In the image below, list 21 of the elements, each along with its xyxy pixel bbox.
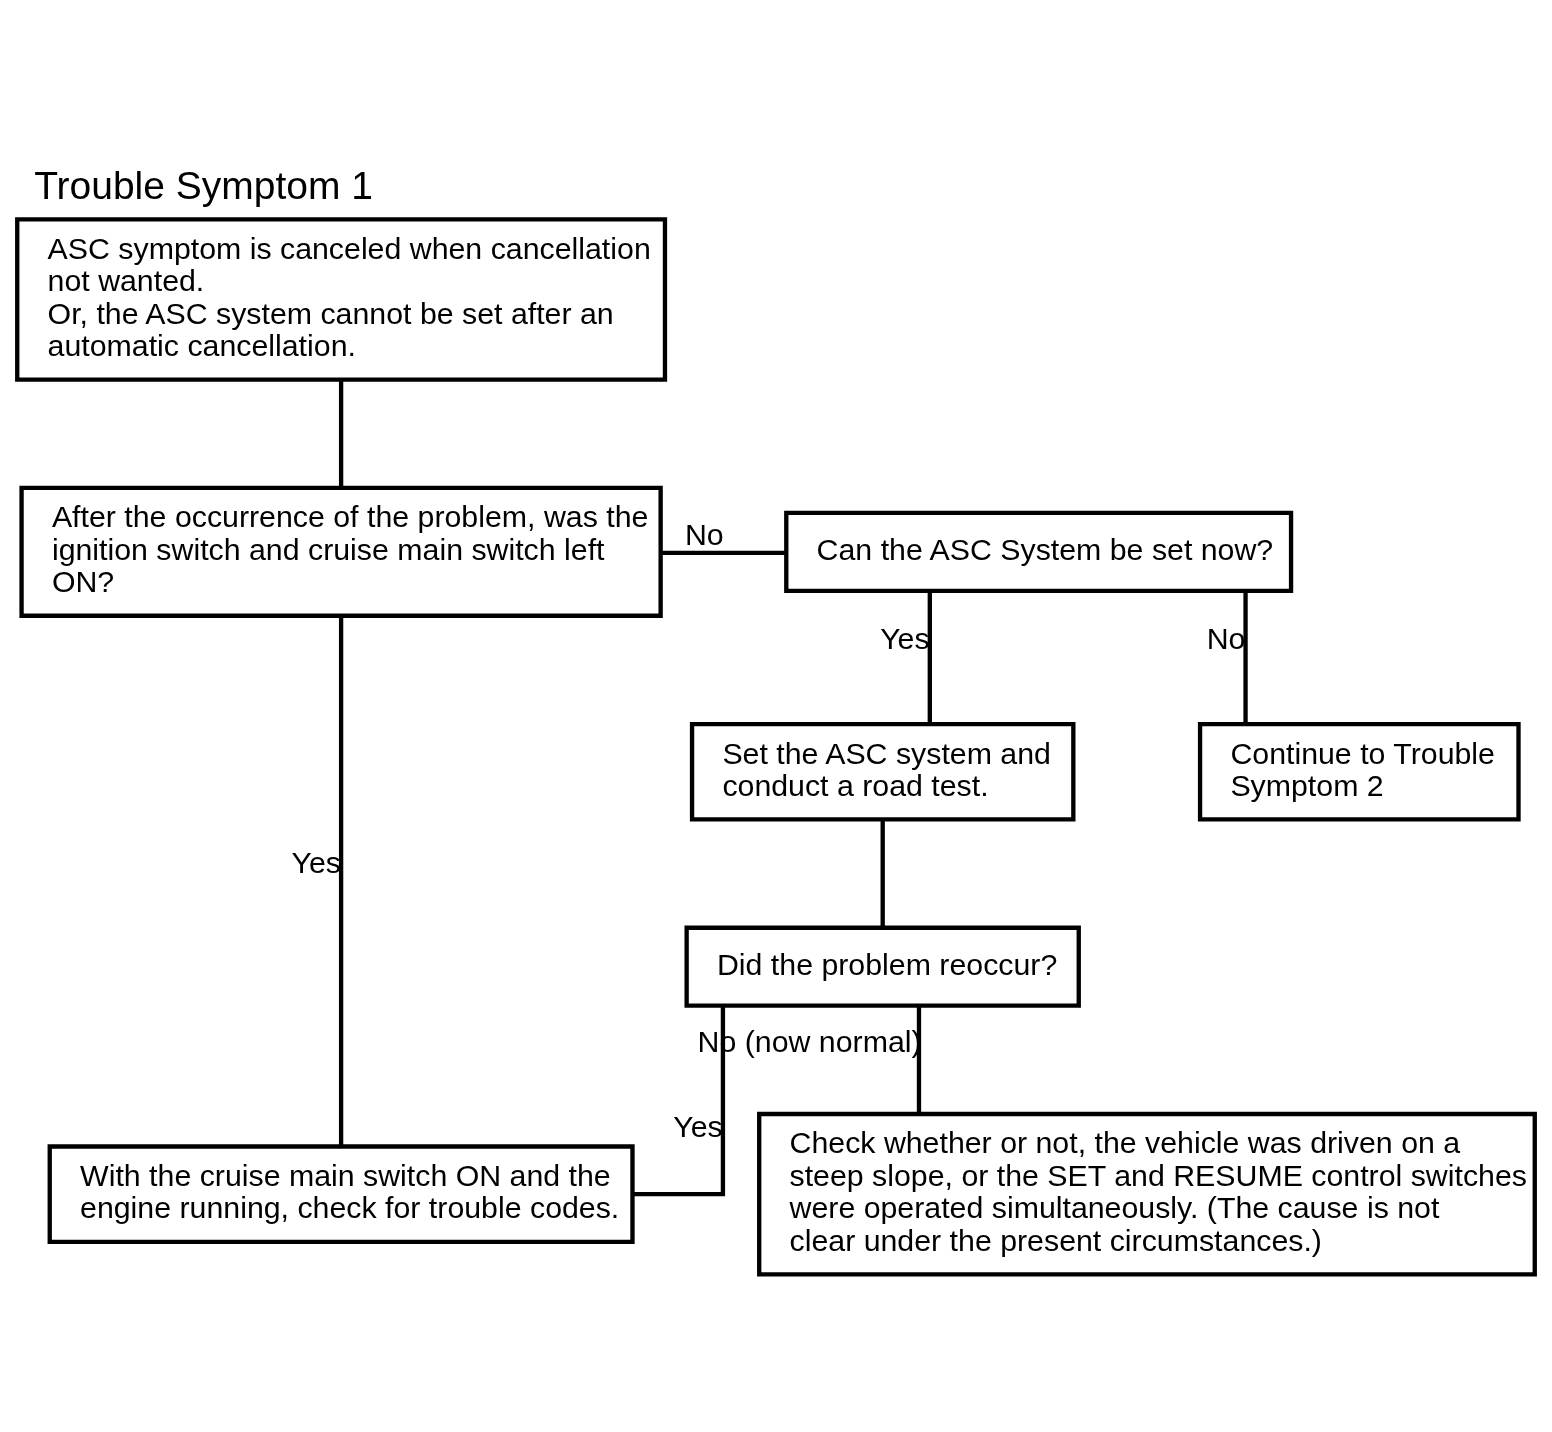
connector <box>633 1005 726 1196</box>
connector <box>880 819 885 928</box>
connector <box>338 379 344 487</box>
node-box: Continue to Trouble Symptom 2 <box>1197 721 1521 822</box>
connector <box>338 615 344 1146</box>
edge-label: No <box>684 517 724 551</box>
connector <box>1243 590 1248 724</box>
edge-label: Yes <box>291 845 341 879</box>
node-box: Set the ASC system and conduct a road test. <box>689 721 1076 822</box>
node-box: Can the ASC System be set now? <box>784 510 1294 593</box>
node-box: With the cruise main switch ON and the engine running, check for trouble codes. <box>47 1143 635 1244</box>
connector <box>916 1005 922 1114</box>
node-box: Did the problem reoccur? <box>684 925 1081 1008</box>
connector <box>927 590 932 724</box>
edge-label: Yes <box>880 621 930 655</box>
node-box: ASC symptom is canceled when cancellation not wanted. Or, the ASC system cannot be set after an automatic cancellation. <box>15 216 668 382</box>
diagram-title: Trouble Symptom 1 <box>34 163 373 207</box>
connector <box>661 550 787 555</box>
edge-label: Yes <box>673 1109 723 1143</box>
node-box: Check whether or not, the vehicle was driven on a steep slope, or the SET and RESUME control switches were operated simultaneously. (The cause is not clear under the present circumstances.) <box>757 1111 1537 1276</box>
node-box: After the occurrence of the problem, was the ignition switch and cruise main switch left ON? <box>19 485 663 618</box>
